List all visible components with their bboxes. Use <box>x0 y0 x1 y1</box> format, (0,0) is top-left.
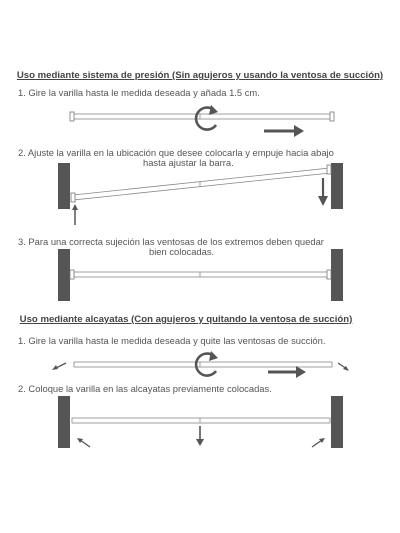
arrow-diagonal-icon <box>52 362 67 370</box>
telescopic-rod <box>71 417 331 424</box>
arrow-diagonal-icon <box>337 362 349 371</box>
section1-step3-text: 3. Para una correcta sujeción las ventos… <box>18 237 324 257</box>
section1-heading: Uso mediante sistema de presión (Sin agu… <box>16 70 384 81</box>
telescopic-rod <box>73 361 333 368</box>
section2-step1-text: 1. Gire la varilla hasta le medida desea… <box>18 335 326 346</box>
arrow-diagonal-icon <box>77 438 91 448</box>
left-wall <box>58 396 70 448</box>
left-wall <box>58 249 70 301</box>
section1-step2-line2: hasta ajustar la barra. <box>143 157 234 168</box>
telescopic-rod <box>69 269 332 280</box>
step3-figure <box>58 249 343 301</box>
step1-figure <box>69 105 335 137</box>
arrow-down-icon <box>196 426 204 446</box>
rotate-arrow-icon <box>194 105 218 131</box>
step2-figure <box>58 163 343 225</box>
left-wall <box>58 163 70 209</box>
section1-step3-line1: 3. Para una correcta sujeción las ventos… <box>18 236 324 247</box>
right-wall <box>331 249 343 301</box>
step5-figure <box>58 396 343 448</box>
right-wall <box>331 396 343 448</box>
telescopic-rod <box>69 111 335 122</box>
arrow-down-icon <box>318 178 328 206</box>
section2-step2-text: 2. Coloque la varilla en las alcayatas p… <box>18 383 272 394</box>
rotate-arrow-icon <box>194 351 218 377</box>
arrow-up-icon <box>72 204 78 225</box>
arrow-right-icon <box>264 125 304 137</box>
section2-heading: Uso mediante alcayatas (Con agujeros y q… <box>19 314 353 325</box>
telescopic-rod <box>70 164 332 203</box>
section1-step1-text: 1. Gire la varilla hasta le medida desea… <box>18 87 260 98</box>
step4-figure <box>52 351 349 378</box>
section1-step3-line2: bien colocadas. <box>149 246 215 257</box>
section1-step2-text: 2. Ajuste la varilla en la ubicación que… <box>18 148 334 168</box>
right-wall <box>331 163 343 209</box>
arrow-right-icon <box>268 366 306 378</box>
arrow-diagonal-icon <box>311 438 325 448</box>
section1-step2-line1: 2. Ajuste la varilla en la ubicación que… <box>18 147 334 158</box>
